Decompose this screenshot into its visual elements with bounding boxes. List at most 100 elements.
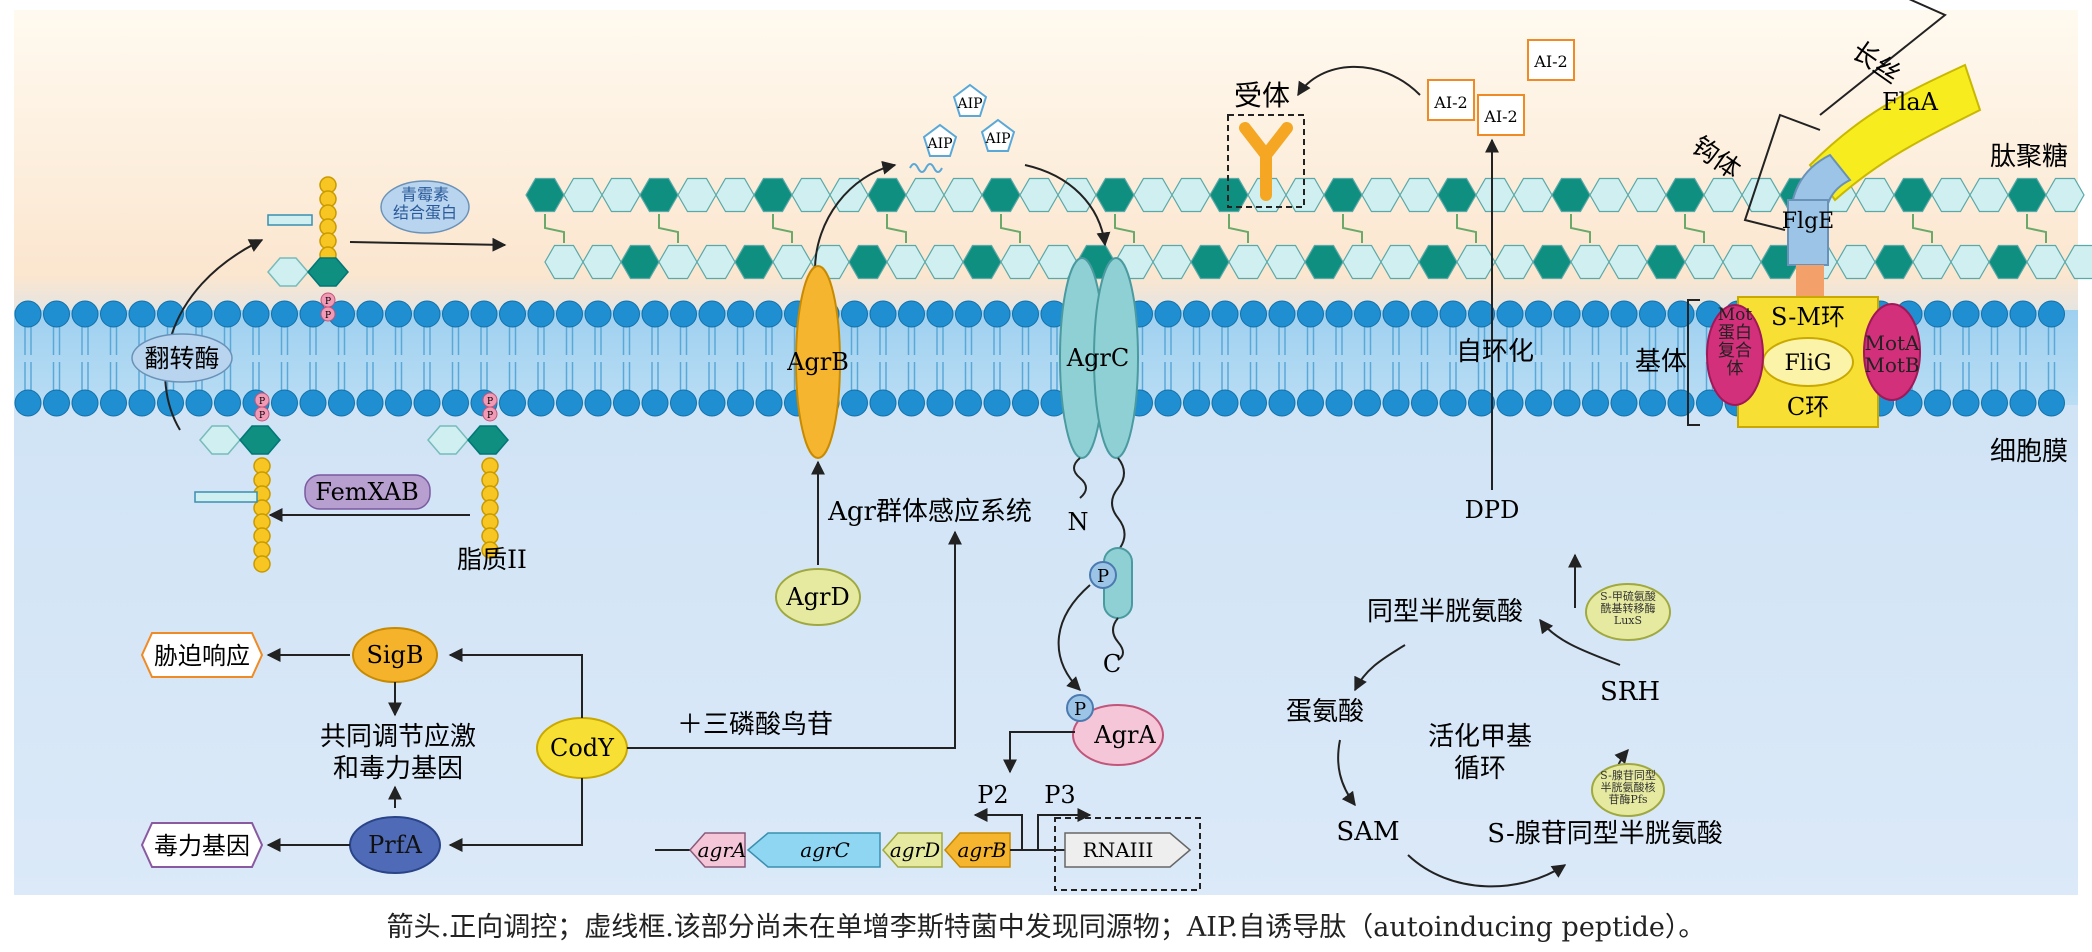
stress-response-label: 胁迫响应 <box>154 642 250 670</box>
aip-3: AIP <box>984 131 1010 147</box>
ai2-1: AI-2 <box>1433 93 1467 112</box>
agra-phosphate <box>1066 694 1094 722</box>
flippase-label: 翻转酶 <box>144 344 219 373</box>
pfs-shape <box>1591 763 1665 817</box>
prfa-label: PrfA <box>368 831 423 859</box>
luxs-shape <box>1585 583 1671 641</box>
gene-agrc-label: agrC <box>800 838 850 862</box>
motab-shape <box>1863 303 1921 401</box>
agrc-shape-right <box>1093 257 1139 459</box>
pbp-arrow <box>349 237 507 252</box>
sigb-label: SigB <box>366 641 423 669</box>
gene-agrd-label: agrD <box>890 838 940 862</box>
agrb-label: AgrB <box>786 348 849 376</box>
p2-promoter-arrow <box>973 808 1023 850</box>
cody-to-prfa-arrow <box>448 778 583 852</box>
ai2-2: AI-2 <box>1483 107 1517 126</box>
svg-text:P: P <box>325 311 331 321</box>
ai2-to-receptor-arrow <box>1297 65 1421 97</box>
ai2-3: AI-2 <box>1533 52 1567 71</box>
gene-agrb-label: agrB <box>958 838 1007 862</box>
basal-body-label: 基体 <box>1635 347 1687 377</box>
autocyclization-label: 自环化 <box>1456 337 1534 367</box>
rod-shape <box>1796 265 1824 297</box>
gtp-label: ＋三磷酸鸟苷 <box>677 710 833 740</box>
homocysteine-label: 同型半胱氨酸 <box>1367 597 1523 627</box>
met-to-sam-arrow <box>1337 739 1356 807</box>
p2-label: P2 <box>977 781 1008 809</box>
svg-text:P: P <box>487 397 493 407</box>
pbp-shape <box>380 180 470 234</box>
femxab-shape <box>304 474 431 510</box>
receptor-dashed-box <box>1227 114 1305 208</box>
virulence-genes-box <box>140 822 264 868</box>
figure-caption: 箭头.正向调控；虚线框.该部分尚未在单增李斯特菌中发现同源物；AIP.自诱导肽（… <box>386 912 1706 943</box>
agrd-shape <box>775 568 861 626</box>
rnaiii-dashed-box <box>1054 817 1201 891</box>
dpd-label: DPD <box>1465 496 1520 524</box>
srh-to-hcy-arrow <box>1539 618 1621 666</box>
sm-ring-label: S-M环 <box>1771 303 1845 331</box>
agrc-c-terminus: C <box>1103 650 1121 678</box>
rnaiii-label: RNAIII <box>1083 838 1154 862</box>
agrc-n-terminus: N <box>1068 508 1089 536</box>
c-ring-label: C环 <box>1787 393 1829 421</box>
flaA-shape <box>1808 63 1982 202</box>
cody-to-agr-arrow <box>627 530 962 749</box>
svg-text:P: P <box>1074 699 1086 720</box>
cody-label: CodY <box>550 734 615 762</box>
sah-label: S-腺苷同型半胱氨酸 <box>1487 819 1723 849</box>
aip-to-agrc-arrow <box>1024 164 1111 247</box>
agrd-label: AgrD <box>785 583 849 611</box>
agra-to-promoter-arrow <box>1003 731 1075 774</box>
agrc-label: AgrC <box>1066 344 1130 372</box>
pbp-label: 青霉素结合蛋白 <box>393 185 457 222</box>
agrb-shape <box>795 265 841 459</box>
flgE-label: FlgE <box>1782 209 1834 234</box>
svg-text:P: P <box>487 411 493 421</box>
flaA-label: FlaA <box>1882 88 1939 116</box>
srh-label: SRH <box>1600 677 1660 707</box>
ai2-group: AI-2 AI-2 AI-2 <box>1427 39 1575 136</box>
agra-shape <box>1072 704 1164 766</box>
gene-agra <box>688 832 746 868</box>
virulence-genes-label: 毒力基因 <box>154 832 250 860</box>
background-panel <box>14 10 2078 895</box>
phosphotransfer-arrow <box>1057 584 1091 691</box>
aip-1: AIP <box>956 96 982 112</box>
flig-label: FliG <box>1785 351 1832 376</box>
coregulate-label: 共同调节应激和毒力基因 <box>320 722 476 784</box>
aip-group: AIP AIP AIP <box>909 83 1016 173</box>
stress-response-box <box>140 632 264 678</box>
gene-agrd <box>881 832 943 868</box>
agrc-phosphate <box>1089 561 1117 589</box>
lipid2-label: 脂质II <box>457 545 527 574</box>
agrb-export-arrow <box>814 160 897 271</box>
receptor-label: 受体 <box>1234 79 1290 112</box>
svg-text:P: P <box>259 411 265 421</box>
aip-2: AIP <box>926 136 952 152</box>
cody-to-sigb-arrow <box>448 648 583 718</box>
svg-text:P: P <box>1097 566 1109 587</box>
agra-label: AgrA <box>1093 721 1156 749</box>
phosphate-label: P <box>325 297 331 307</box>
lipid-ii-section: P P P P P P <box>194 176 509 573</box>
cell-membrane-label: 细胞膜 <box>1990 437 2068 467</box>
sam-label: SAM <box>1336 817 1399 847</box>
agr-system-label: Agr群体感应系统 <box>827 497 1032 527</box>
pfs-label: S-腺苷同型半胱氨酸核苷酶Pfs <box>1600 768 1656 806</box>
peptidoglycan-label: 肽聚糖 <box>1990 142 2068 172</box>
gene-rnaiii <box>1064 832 1192 868</box>
p3-label: P3 <box>1044 781 1075 809</box>
hcy-to-met-arrow <box>1354 644 1406 692</box>
flagellum-brackets <box>1687 0 1947 426</box>
p3-promoter-arrow <box>1037 808 1092 850</box>
mot-complex-shape <box>1706 304 1764 406</box>
amc-label: 活化甲基循环 <box>1428 722 1532 784</box>
flippase-shape <box>131 333 233 383</box>
